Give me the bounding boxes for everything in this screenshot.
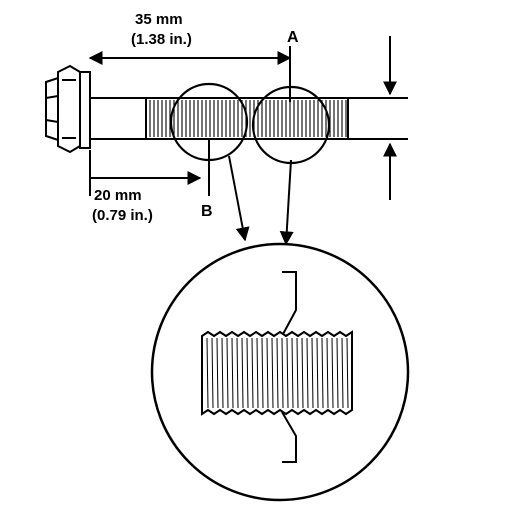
thread-line [321,337,324,409]
thread-line [276,337,279,409]
thread-line [281,337,284,409]
dimension-20mm [89,150,202,196]
thread-line [211,337,214,409]
thread-line [301,337,304,409]
thread-line [341,337,344,409]
callout-leaders [208,140,294,246]
callout-a-label: A [287,29,299,46]
bolt-head [45,64,91,154]
dimension-35mm [88,46,292,102]
thread-line [336,337,339,409]
thread-line [291,337,294,409]
thread-line [231,337,234,409]
thread-line [316,337,319,409]
thread-line [226,337,229,409]
straight-edge-gauge [281,271,297,463]
thread-line [271,337,274,409]
dimension-20mm-imperial-label: (0.79 in.) [92,207,153,224]
thread-line [266,337,269,409]
thread-line [326,337,329,409]
thread-line [236,337,239,409]
thread-line [216,337,219,409]
thread-line [306,337,309,409]
thread-line [256,337,259,409]
thread-line [206,337,209,409]
thread-line [286,337,289,409]
thread-line [241,337,244,409]
dimension-20mm-metric-label: 20 mm [94,187,142,204]
thread-line [346,337,349,409]
bolt-thread-lines [149,100,347,137]
dimension-35mm-imperial-label: (1.38 in.) [131,31,192,48]
magnified-thread-body [201,330,353,416]
thread-line [311,337,314,409]
thread-line [331,337,334,409]
callout-b-label: B [201,203,213,220]
dimension-35mm-metric-label: 35 mm [135,11,183,28]
thread-line [251,337,254,409]
thread-line [296,337,299,409]
thread-line [246,337,249,409]
thread-line [221,337,224,409]
thread-line [261,337,264,409]
bolt-shank [90,97,408,140]
